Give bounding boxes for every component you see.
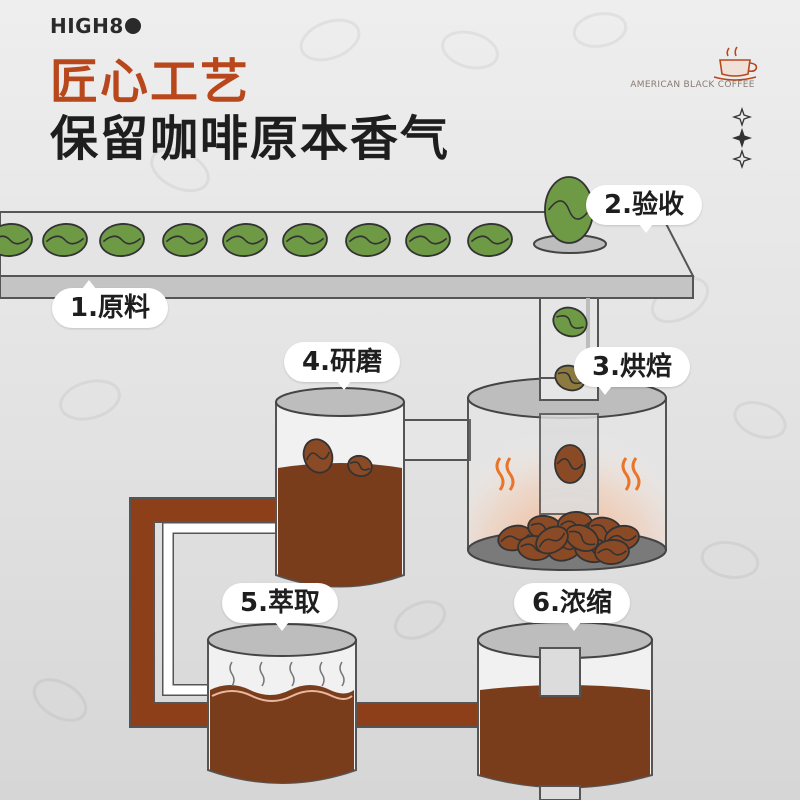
headline-craft: 匠心工艺 — [50, 54, 251, 110]
green-bean — [222, 223, 268, 257]
green-bean — [282, 223, 328, 257]
cup-caption: AMERICAN BLACK COFFEE — [630, 80, 755, 90]
roasted-bean — [594, 539, 630, 565]
extractor-container — [207, 623, 357, 784]
grinding-bean — [347, 454, 373, 478]
headline-aroma: 保留咖啡原本香气 — [50, 111, 451, 167]
grinder-container — [275, 387, 405, 588]
stage-label-roasting: 3.烘焙 — [574, 347, 690, 395]
coffee-cup-icon — [713, 46, 758, 81]
outlet-pipe — [539, 785, 581, 800]
roasted-bean — [535, 525, 569, 555]
concentrator-container — [477, 621, 653, 789]
green-bean — [99, 223, 145, 257]
connector-pipe — [397, 419, 471, 461]
falling-bean — [552, 306, 588, 338]
green-bean — [345, 223, 391, 257]
stage-label-inspection: 2.验收 — [586, 185, 702, 233]
green-bean — [405, 223, 451, 257]
brand-icon — [125, 18, 141, 34]
coffee-beans — [0, 176, 640, 565]
sparkle-icons — [731, 106, 753, 170]
roasting-bean — [554, 444, 586, 484]
grinding-bean — [302, 438, 334, 474]
green-bean — [42, 223, 88, 257]
stage-label-raw-material: 1.原料 — [52, 280, 168, 328]
stage-label-concentration: 6.浓缩 — [514, 583, 630, 631]
background-bean-pattern — [32, 12, 787, 722]
stage-label-grinding: 4.研磨 — [284, 342, 400, 390]
stage-label-extraction: 5.萃取 — [222, 583, 338, 631]
brand-logo: HIGH8 — [50, 14, 124, 38]
green-bean — [162, 223, 208, 257]
green-bean — [0, 223, 33, 257]
green-bean — [467, 223, 513, 257]
